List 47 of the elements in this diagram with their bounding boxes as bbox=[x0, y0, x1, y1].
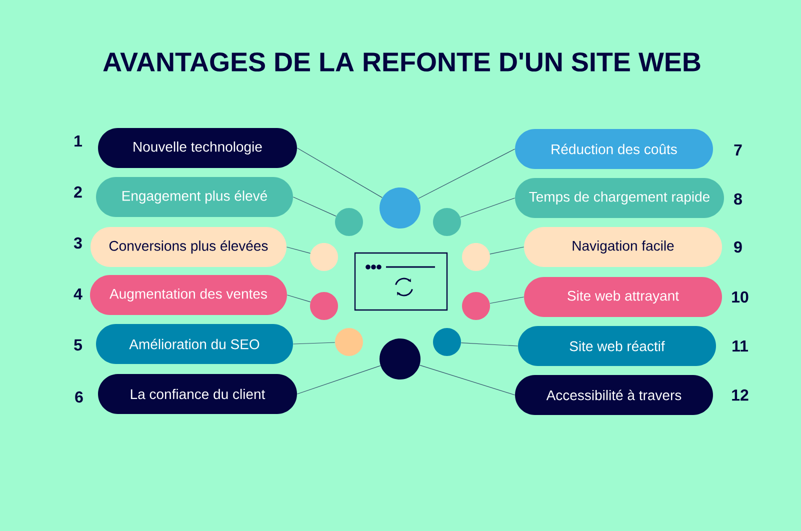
circle bbox=[335, 328, 363, 356]
circle bbox=[462, 292, 490, 320]
number-label: 6 bbox=[75, 391, 83, 403]
number-label: 1 bbox=[74, 136, 82, 146]
pill-box: Amélioration du SEO bbox=[96, 324, 293, 364]
number-label: 11 bbox=[732, 340, 748, 352]
circle bbox=[433, 328, 461, 356]
connector-line bbox=[292, 342, 336, 344]
number-label: 7 bbox=[734, 144, 742, 156]
connector-line bbox=[418, 148, 516, 199]
pill-box: Navigation facile bbox=[524, 227, 722, 267]
number-label: 8 bbox=[734, 193, 742, 205]
number-label: 10 bbox=[732, 291, 748, 303]
connector-line bbox=[292, 196, 336, 216]
pill-box: Augmentation des ventes bbox=[90, 275, 287, 315]
title: AVANTAGES DE LA REFONTE D'UN SITE WEB bbox=[103, 52, 700, 72]
connector-line bbox=[460, 198, 516, 218]
connector-line bbox=[419, 364, 516, 396]
pill-box: Réduction des coûts bbox=[515, 129, 713, 169]
number-label: 3 bbox=[74, 237, 82, 249]
number-label: 9 bbox=[734, 241, 742, 253]
pill-box: Site web attrayant bbox=[524, 277, 722, 317]
connector-line bbox=[490, 296, 524, 304]
circle bbox=[462, 243, 490, 271]
connector-line bbox=[490, 246, 524, 254]
connector-line bbox=[460, 342, 518, 346]
pill-box: Nouvelle technologie bbox=[98, 128, 297, 168]
pill-box: Site web réactif bbox=[518, 326, 716, 366]
pill-box: Engagement plus élevé bbox=[96, 177, 293, 217]
number-label: 12 bbox=[732, 389, 748, 401]
connector-line bbox=[296, 148, 382, 198]
connector-line bbox=[296, 365, 381, 394]
pill-box: La confiance du client bbox=[98, 374, 297, 414]
circle bbox=[380, 188, 420, 228]
pill-box: Conversions plus élevées bbox=[90, 227, 286, 267]
circle bbox=[380, 338, 420, 380]
circle bbox=[335, 208, 363, 236]
circle bbox=[310, 292, 338, 320]
connector-line bbox=[286, 294, 311, 302]
number-label: 2 bbox=[74, 186, 82, 198]
number-label: 4 bbox=[74, 288, 82, 300]
pill-box: Accessibilité à travers bbox=[515, 375, 713, 415]
connector-line bbox=[286, 246, 311, 254]
circle bbox=[310, 243, 338, 271]
circle bbox=[433, 208, 461, 236]
number-label: 5 bbox=[74, 339, 82, 351]
pill-box: Temps de chargement rapide bbox=[515, 178, 724, 218]
